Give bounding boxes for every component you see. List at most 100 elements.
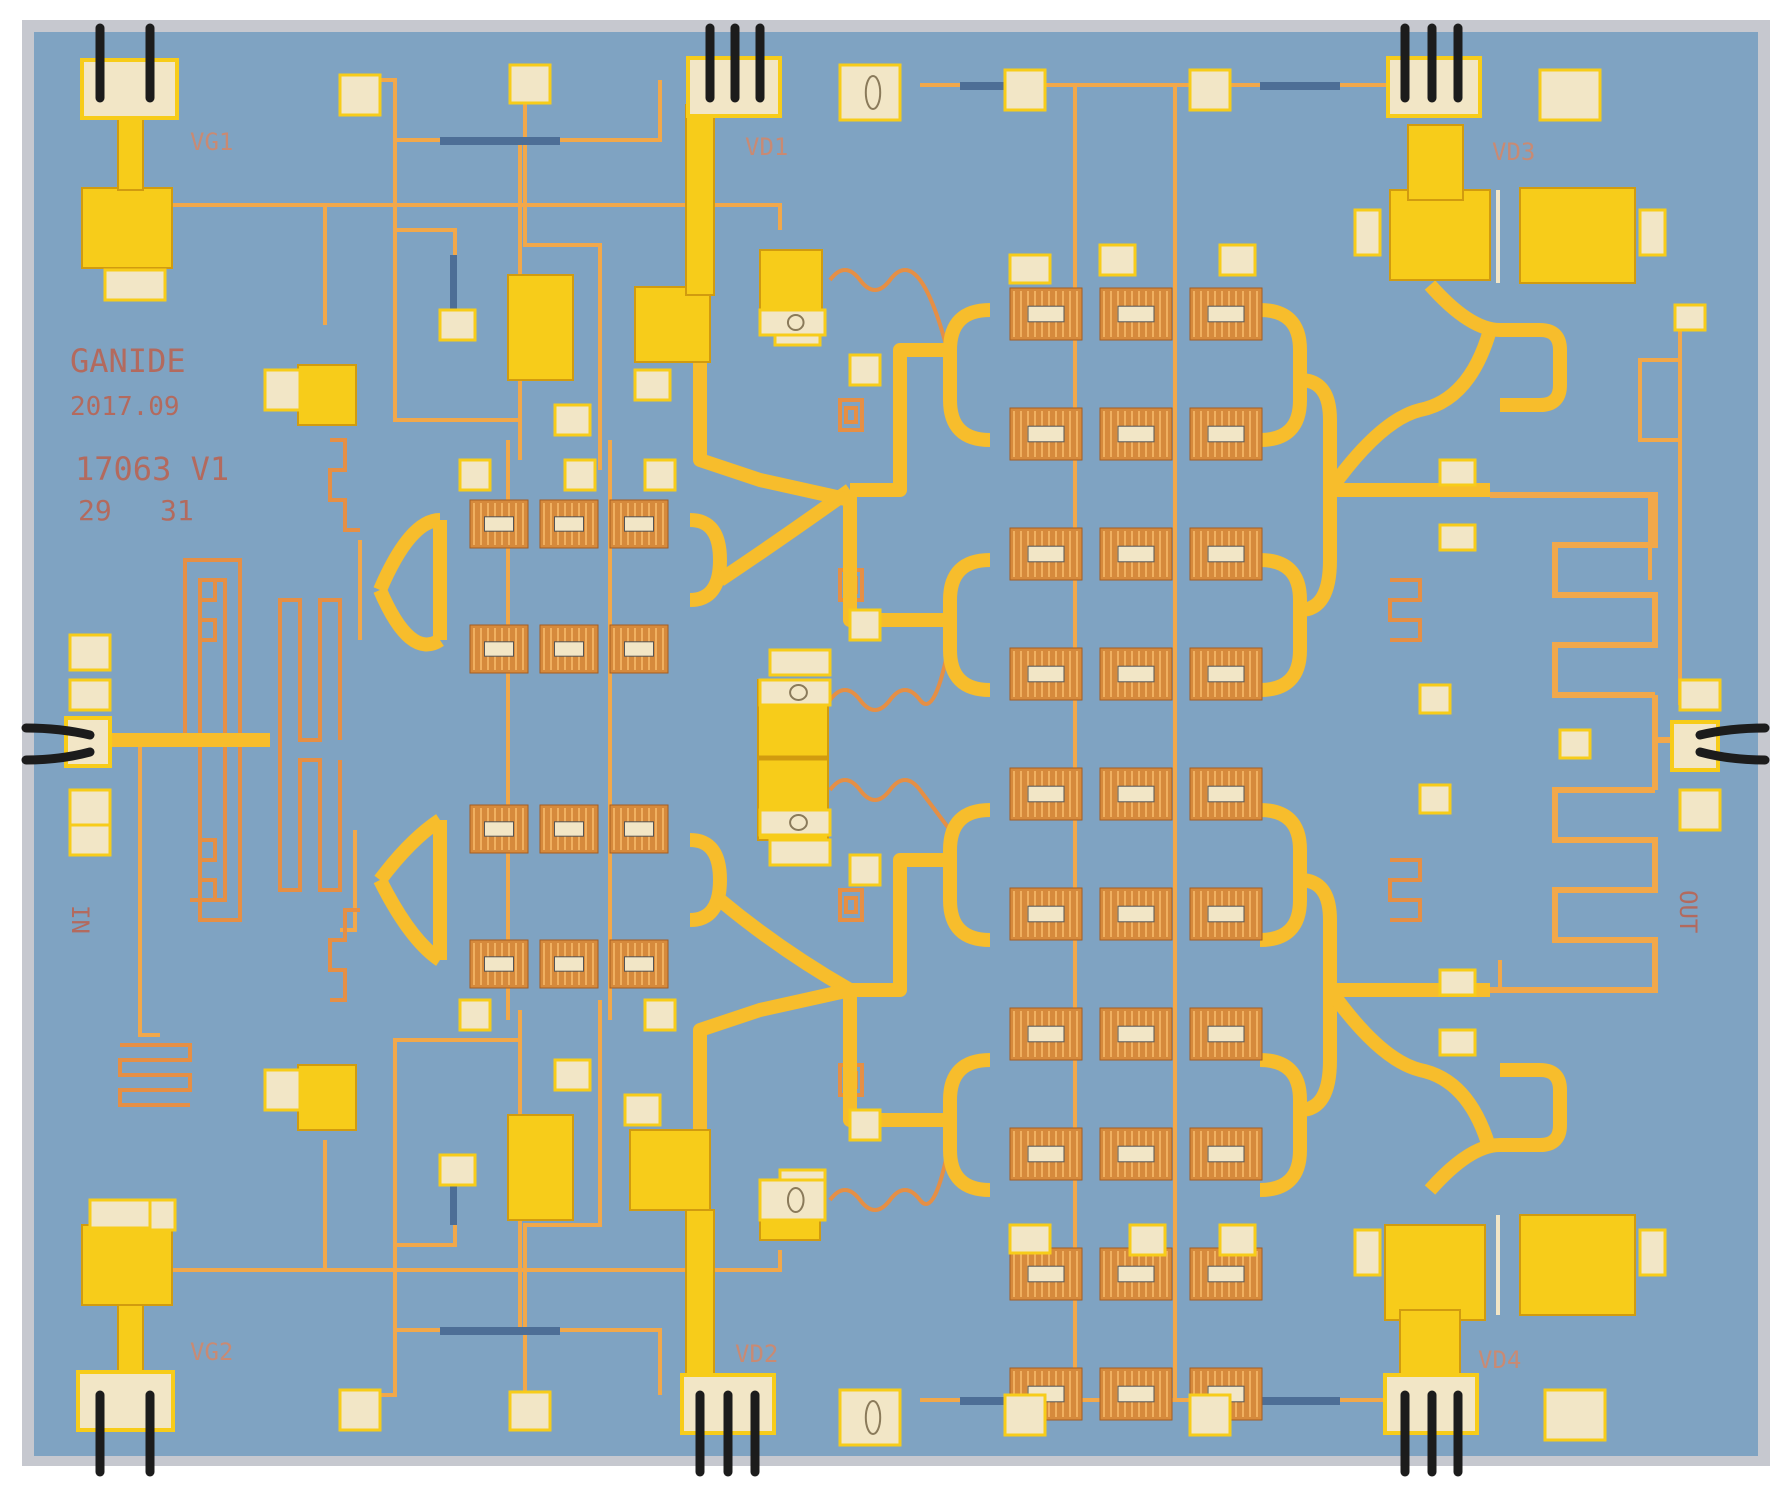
bias-pad — [458, 458, 492, 492]
bias-pad — [1438, 458, 1477, 487]
transistor-gate-pad — [1207, 1145, 1245, 1163]
cap-vd3-b — [1519, 187, 1636, 284]
bias-pad — [263, 368, 302, 412]
transistor-gate-pad — [624, 821, 654, 837]
transistor-gate-pad — [554, 956, 584, 972]
label-row-a: 29 — [78, 494, 112, 527]
bond-wires — [21, 23, 1770, 1477]
bias-pad — [1538, 68, 1602, 122]
cap-pad — [758, 1178, 827, 1222]
bias-pad — [848, 353, 882, 387]
bias-pad — [1098, 243, 1137, 277]
cap-pad-mark — [786, 1187, 805, 1213]
cap-left-a — [297, 364, 357, 426]
transistor-gate-pad — [1027, 905, 1065, 923]
cap-pad — [838, 63, 902, 122]
transistor-gate-pad — [1117, 545, 1155, 563]
bias-pad — [848, 608, 882, 642]
meander-lines — [118, 268, 1422, 1212]
bias-pad — [438, 1153, 477, 1187]
transistor-gate-pad — [1027, 545, 1065, 563]
label-vd3: VD3 — [1492, 138, 1535, 166]
bias-pad — [508, 63, 552, 105]
transistor-gate-pad — [484, 641, 514, 657]
transistor-gate-pad — [1027, 305, 1065, 323]
small-pads — [68, 63, 1722, 1447]
bias-pad — [623, 1093, 662, 1127]
resistors — [440, 82, 1340, 1405]
cap-vd4-a — [1384, 1224, 1486, 1321]
transistor-gate-pad — [484, 956, 514, 972]
bias-pad — [1353, 208, 1382, 257]
transistor-gate-pad — [1207, 425, 1245, 443]
transistor-gate-pad — [1207, 785, 1245, 803]
bias-pad — [768, 838, 832, 867]
cap-pad-mark — [864, 1400, 882, 1435]
bias-pad — [88, 1198, 152, 1230]
bias-pad — [848, 853, 882, 887]
transistor-gate-pad — [1027, 1265, 1065, 1283]
label-company: GANIDE — [70, 342, 186, 380]
bias-pad — [1128, 1223, 1167, 1257]
bias-pad — [438, 308, 477, 342]
stage2-transistors — [1009, 287, 1263, 1421]
bias-pad — [1003, 68, 1047, 112]
bias-pad — [263, 1068, 302, 1112]
bias-pad — [1438, 968, 1477, 997]
transistor-gate-pad — [1027, 665, 1065, 683]
bias-pad — [1438, 523, 1477, 552]
cap-vd1-b — [634, 286, 711, 363]
bias-pad — [1678, 788, 1722, 832]
transistor-gate-pad — [554, 821, 584, 837]
transistor-cell — [609, 499, 669, 549]
transistor-gate-pad — [1117, 1025, 1155, 1043]
bias-pad — [1353, 1228, 1382, 1277]
bias-pad — [1638, 208, 1667, 257]
feed-vd2 — [685, 1209, 715, 1386]
cap-pad — [758, 308, 827, 337]
cap-pad-mark — [789, 814, 808, 831]
bias-pad — [1188, 68, 1232, 112]
transistor-gate-pad — [484, 821, 514, 837]
chip-labels: VG1 VD1 VD3 VG2 VD2 VD4 GANIDE 2017.09 1… — [66, 128, 1702, 1374]
cap-pad — [838, 1388, 902, 1447]
bias-pad — [68, 633, 112, 672]
bias-pad — [458, 998, 492, 1032]
bias-pad — [68, 823, 112, 857]
bias-pad — [508, 1390, 552, 1432]
transistor-gate-pad — [484, 516, 514, 532]
bias-pad — [1558, 728, 1592, 760]
cap-pad — [758, 678, 832, 707]
bias-pad — [1418, 783, 1452, 815]
label-in: IN — [66, 905, 94, 934]
bias-pad — [848, 1108, 882, 1142]
cap-left-b — [297, 1064, 357, 1131]
bias-pad — [1218, 1223, 1257, 1257]
label-vd2: VD2 — [735, 1340, 778, 1368]
cap-vd3-a — [1389, 189, 1491, 281]
cap-pad-mark — [786, 314, 805, 331]
transistor-cell — [609, 624, 669, 674]
transistor-cell — [539, 804, 599, 854]
bias-pad — [633, 368, 672, 402]
bias-pad — [1638, 1228, 1667, 1277]
cap-pad-mark — [864, 75, 882, 110]
transistor-gate-pad — [1117, 1265, 1155, 1283]
bias-pad — [553, 1058, 592, 1092]
bias-pad — [1218, 243, 1257, 277]
bias-pad — [338, 1388, 382, 1432]
bias-pad — [768, 648, 832, 677]
bias-pad — [553, 403, 592, 437]
transistor-gate-pad — [1207, 305, 1245, 323]
bias-pad — [1003, 1393, 1047, 1437]
label-part: 17063 V1 — [75, 450, 229, 488]
transistor-gate-pad — [624, 956, 654, 972]
stage1-transistors — [469, 499, 669, 989]
transistor-gate-pad — [1207, 1025, 1245, 1043]
bias-pad — [68, 788, 112, 827]
transistor-gate-pad — [1117, 905, 1155, 923]
bias-pad — [1188, 1393, 1232, 1437]
bias-pad — [338, 73, 382, 117]
bias-pad — [1543, 1388, 1607, 1442]
transistor-gate-pad — [1117, 1385, 1155, 1403]
